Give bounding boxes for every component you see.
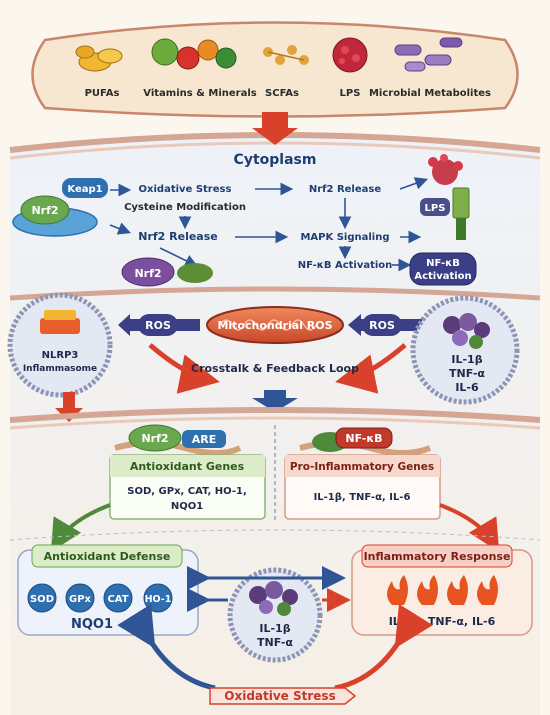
top-item-0: PUFAs — [85, 88, 120, 99]
top-item-4: Microbial Metabolites — [369, 88, 491, 99]
crosstalk-label: Crosstalk & Feedback Loop — [191, 362, 359, 375]
nrf2-translocating-label: Nrf2 — [134, 267, 161, 280]
proinflammatory-genes-line: IL-1β, TNF-α, IL-6 — [314, 492, 411, 503]
nfkb-activation-box — [409, 252, 477, 286]
center-down-arrow — [252, 390, 298, 412]
cytoplasm-title: Cytoplasm — [234, 152, 317, 168]
antioxidant-genes-title: Antioxidant Genes — [130, 460, 245, 473]
enzyme-sod-label: SOD — [30, 594, 54, 605]
cytokine-right-3: IL-6 — [455, 381, 479, 394]
enzyme-ho1-label: HO-1 — [145, 594, 172, 605]
ros-left-label: ROS — [145, 319, 171, 332]
dietary-factors-bubble — [31, 21, 519, 118]
oxidative-stress-banner — [209, 687, 357, 705]
inflammatory-response-title: Inflammatory Response — [364, 550, 511, 563]
cysteine-modification-node: Cysteine Modification — [124, 202, 246, 213]
mito-ros-label: Mitochondrial ROS — [217, 319, 332, 332]
mitochondrion — [206, 306, 344, 344]
nfkb-box-line2: Activation — [414, 271, 471, 282]
cytokine-vesicle-center: IL-1β TNF-α — [227, 567, 323, 663]
nrf2-release-left-node: Nrf2 Release — [138, 230, 218, 243]
nfkb-dna-complex: NF-κB — [299, 427, 432, 456]
top-item-3: LPS — [340, 88, 361, 99]
proinflammatory-genes-title: Pro-Inflammatory Genes — [290, 461, 434, 473]
keap1-nrf2-complex: Keap1 Nrf2 — [12, 178, 108, 237]
center-cytokine-1: IL-1β — [259, 622, 290, 635]
ros-right-arrow: ROS — [348, 314, 428, 336]
lps-icon — [332, 37, 368, 73]
are-label: ARE — [192, 433, 217, 446]
keap1-label: Keap1 — [67, 184, 102, 195]
mapk-node: MAPK Signaling — [300, 232, 389, 243]
nucleus-nfkb-label: NF-κB — [345, 432, 382, 445]
nlrp3-line1: NLRP3 — [42, 350, 79, 361]
enzyme-gpx-label: GPx — [69, 594, 92, 605]
antioxidant-defense-panel: Antioxidant Defense SOD GPx CAT HO-1 NQO… — [17, 544, 199, 636]
nrf2-translocating: Nrf2 — [121, 257, 213, 287]
pufa-icon — [75, 45, 123, 72]
cytokine-right-2: TNF-α — [449, 367, 485, 380]
vitamins-minerals-icon — [151, 38, 237, 70]
enzyme-cat-label: CAT — [107, 594, 128, 605]
flame-icon — [387, 575, 498, 605]
antioxidant-defense-title: Antioxidant Defense — [44, 550, 171, 563]
inflammatory-response-line: IL-1β, TNF-α, IL-6 — [389, 615, 496, 628]
lps-label-badge — [420, 198, 450, 216]
bottom-oxidative-stress-label: Oxidative Stress — [224, 689, 335, 703]
lps-receptor-label: LPS — [425, 203, 446, 214]
center-cytokine-2: TNF-α — [257, 636, 293, 649]
nqo1-label: NQO1 — [71, 617, 113, 632]
top-item-2: SCFAs — [265, 88, 299, 99]
cytokine-vesicle-right: IL-1β TNF-α IL-6 — [410, 295, 520, 405]
entry-arrow — [252, 112, 298, 145]
antioxidant-genes-line1: SOD, GPx, CAT, HO-1, — [127, 486, 247, 497]
nrf2-release-right-node: Nrf2 Release — [309, 184, 381, 195]
antioxidant-genes-line2: NQO1 — [171, 501, 203, 512]
ros-right-label: ROS — [369, 319, 395, 332]
nlrp3-line2: Inflammasome — [23, 364, 97, 374]
enzyme-gpx — [65, 583, 95, 613]
nlrp3-inflammasome: NLRP3 Inflammasome — [7, 292, 113, 398]
microbial-metabolites-icon — [394, 37, 463, 72]
keap1-protein — [62, 178, 108, 198]
nfkb-activation-node: NF-κB Activation — [298, 260, 393, 271]
lps-receptor: LPS — [420, 154, 470, 240]
nrf2-left-label: Nrf2 — [31, 204, 58, 217]
nfkb-box-line1: NF-κB — [426, 258, 460, 269]
nrf2-protein-left — [20, 195, 70, 225]
top-item-1: Vitamins & Minerals — [143, 88, 257, 99]
nuclear-membrane — [9, 407, 541, 423]
inflammatory-response-panel: Inflammatory Response IL-1β, TNF-α, IL-6 — [351, 544, 533, 636]
cytokine-right-1: IL-1β — [451, 353, 482, 366]
ros-left-arrow: ROS — [118, 314, 200, 336]
nucleus-nrf2-label: Nrf2 — [141, 432, 168, 445]
oxidative-stress-node: Oxidative Stress — [139, 184, 232, 195]
scfa-icon — [263, 45, 309, 65]
nrf2-are-complex: Nrf2 ARE — [114, 424, 242, 456]
enzyme-sod — [27, 583, 57, 613]
